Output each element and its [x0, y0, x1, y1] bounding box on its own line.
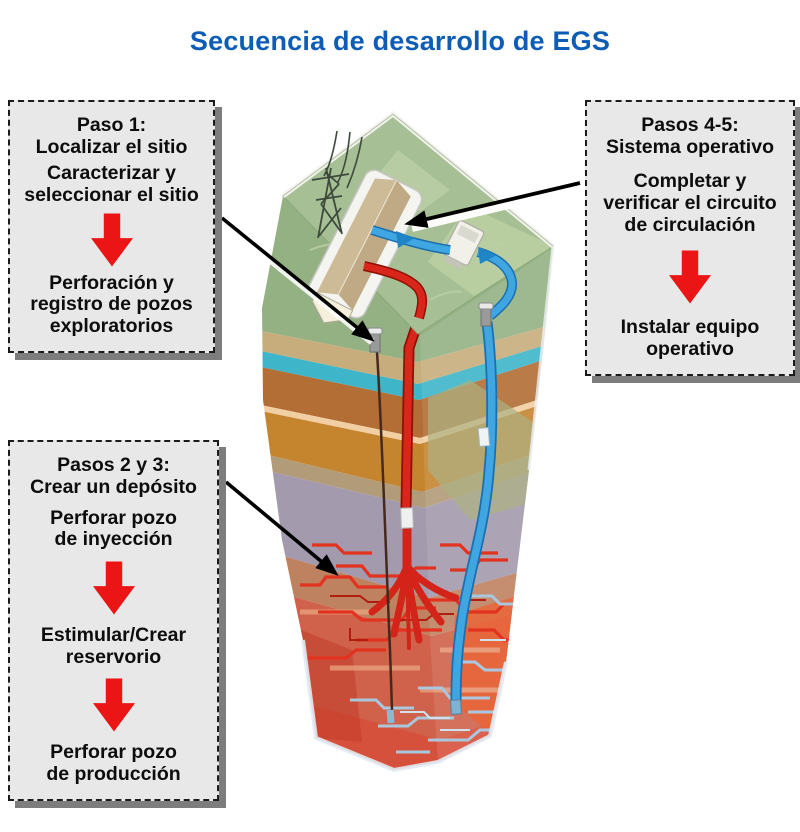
- callout-steps45-body2: Instalar equipo operativo: [620, 316, 760, 361]
- callout-step1-title: Paso 1: Localizar el sitio: [35, 114, 188, 158]
- injection-pipe-surface: [362, 261, 428, 320]
- callout-steps23-body1: Perforar pozo de inyección: [50, 506, 177, 551]
- exploratory-well-bore: [375, 351, 394, 711]
- callout-steps23-title: Pasos 2 y 3: Crear un depósito: [30, 454, 197, 498]
- callout-steps45: Pasos 4-5: Sistema operativo Completar y…: [585, 100, 795, 376]
- callout-step1-body2: Perforación y registro de pozos explorat…: [30, 271, 193, 338]
- callout-steps23-body3: Perforar pozo de producción: [46, 741, 181, 786]
- pointer-arrow-steps23: [224, 480, 339, 576]
- callout-steps23: Pasos 2 y 3: Crear un depósito Perforar …: [8, 440, 219, 801]
- callout-steps45-body1: Completar y verificar el circuito de cir…: [603, 170, 777, 236]
- callout-steps23-body2: Estimular/Crear reservorio: [40, 623, 187, 668]
- callout-step1: Paso 1: Localizar el sitio Caracterizar …: [8, 100, 215, 353]
- page-title: Secuencia de desarrollo de EGS: [189, 26, 611, 56]
- cooling-unit: [442, 220, 485, 270]
- pointer-arrow-steps45: [404, 181, 581, 232]
- transmission-tower-icon: [311, 130, 363, 239]
- down-arrow-icon: [669, 250, 711, 304]
- stimulated-reservoir-branches: [368, 521, 460, 650]
- circulation-pipe-surface: [370, 225, 518, 320]
- down-arrow-icon: [92, 678, 135, 732]
- callout-step1-body1: Caracterizar y seleccionar el sitio: [24, 162, 199, 207]
- down-arrow-icon: [92, 561, 135, 615]
- callout-steps45-title: Pasos 4-5: Sistema operativo: [606, 114, 774, 158]
- down-arrow-icon: [90, 213, 133, 267]
- pointer-arrow-step1: [219, 216, 375, 345]
- circulation-wellhead: [478, 302, 494, 327]
- circulation-well-underground: [450, 321, 498, 703]
